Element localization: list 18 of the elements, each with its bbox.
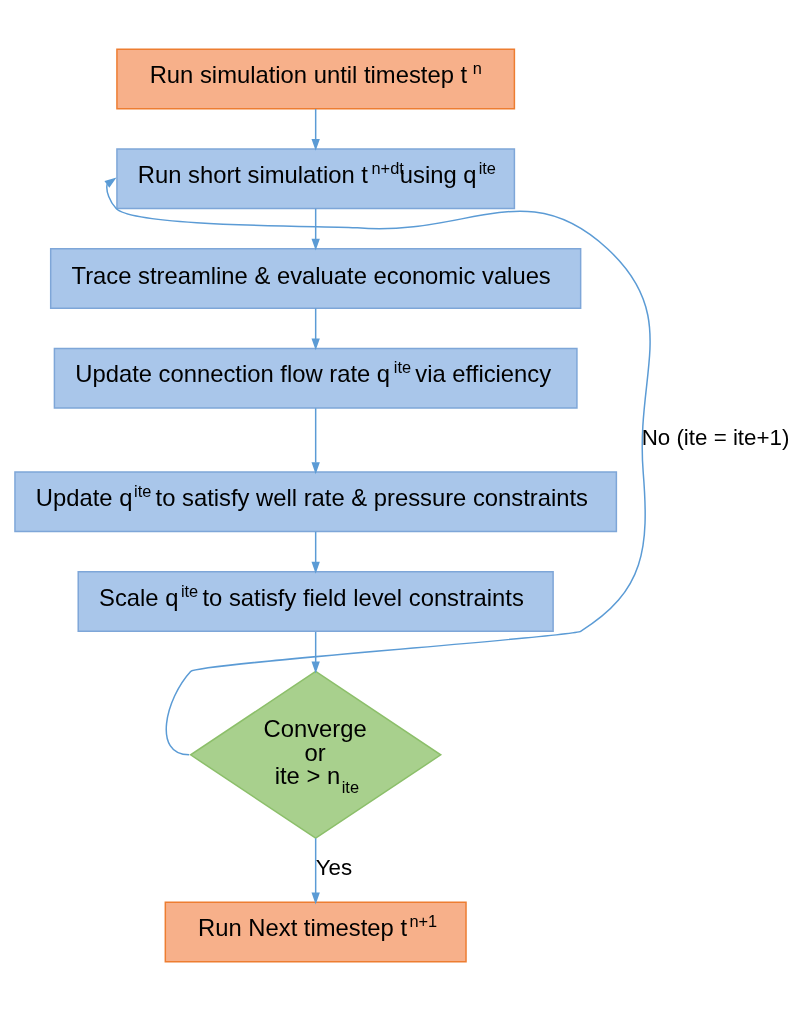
arrow: [311, 207, 320, 251]
node-box: Scale q$^{ite}$ to satisfy field level constraints: [76, 570, 554, 632]
arrow: [311, 630, 320, 674]
node-box: Trace streamline & evaluate economic values: [49, 247, 581, 309]
node-box: Run Next timestep t$^{n+1}$: [164, 901, 467, 963]
node-box: Run short simulation t$^{n+dt}$using q$^{ite}$: [115, 147, 515, 209]
arrow: [311, 837, 320, 904]
node-box: Update connection flow rate q$^{ite}$ via efficiency: [53, 347, 578, 409]
arrow: [311, 530, 320, 574]
arrow: [311, 307, 320, 350]
edge-label: Yes: [315, 854, 352, 880]
edge-label: No (ite = ite+1): [641, 424, 789, 450]
arrow: [311, 107, 320, 151]
node-diamond: Converge or ite > n$_{ite}$: [188, 670, 442, 839]
arrow: [103, 176, 651, 756]
node-box: Update q$^{ite}$ to satisfy well rate & pressure constraints: [13, 470, 617, 532]
arrow: [311, 407, 320, 474]
node-box: Run simulation until timestep t$^{n}$: [115, 47, 515, 109]
